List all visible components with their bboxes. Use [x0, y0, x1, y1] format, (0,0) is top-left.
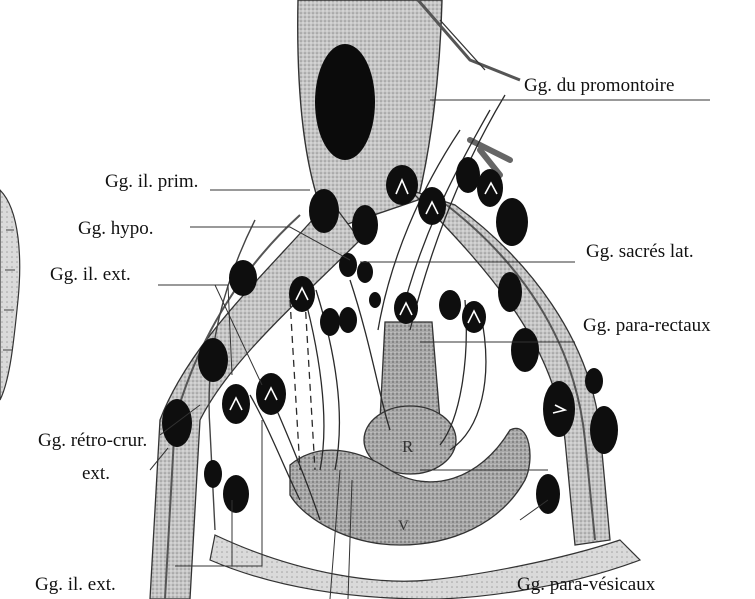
lymph-node — [439, 290, 461, 320]
lymph-node — [223, 475, 249, 513]
lymph-node — [590, 406, 618, 454]
lymph-node — [536, 474, 560, 514]
label-gg-para-vesicaux: Gg. para-vésicaux — [517, 574, 656, 595]
label-gg-sacres-lat: Gg. sacrés lat. — [586, 241, 694, 262]
lymph-node — [309, 189, 339, 233]
label-gg-retro-crur-ext: ext. — [82, 463, 110, 484]
left-edge-structure — [0, 190, 20, 400]
label-gg-il-prim: Gg. il. prim. — [105, 171, 198, 192]
lymph-node — [320, 308, 340, 336]
rectum: R — [364, 322, 456, 474]
lymph-node — [357, 261, 373, 283]
lymph-node — [456, 157, 480, 193]
label-gg-retro-crur: Gg. rétro-crur. — [38, 430, 147, 451]
label-gg-para-rectaux: Gg. para-rectaux — [583, 315, 711, 336]
lymph-node — [511, 328, 539, 372]
lymph-node — [394, 292, 418, 324]
left-iliac-vessels — [150, 200, 360, 599]
lymph-node — [162, 399, 192, 447]
lymph-node — [462, 301, 486, 333]
rectum-letter: R — [402, 437, 414, 456]
lymph-node — [386, 165, 418, 205]
lymph-node — [289, 276, 315, 312]
bladder-letter: V — [398, 518, 409, 534]
lymph-node — [352, 205, 378, 245]
lymph-node — [339, 307, 357, 333]
lymph-node — [222, 384, 250, 424]
label-gg-promontoire: Gg. du promontoire — [524, 75, 674, 96]
lymph-node — [418, 187, 446, 225]
lymph-node — [204, 460, 222, 488]
label-gg-il-ext-bottom: Gg. il. ext. — [35, 574, 116, 595]
lymph-node — [198, 338, 228, 382]
lymph-node — [543, 381, 575, 437]
label-gg-il-ext-top: Gg. il. ext. — [50, 264, 131, 285]
lymph-node — [339, 253, 357, 277]
lymph-node — [256, 373, 286, 415]
lymph-node — [229, 260, 257, 296]
label-gg-hypo: Gg. hypo. — [78, 218, 153, 239]
lymph-node — [496, 198, 528, 246]
lymph-node — [477, 169, 503, 207]
lymph-node — [585, 368, 603, 394]
lymph-node — [369, 292, 381, 308]
lymph-node — [498, 272, 522, 312]
